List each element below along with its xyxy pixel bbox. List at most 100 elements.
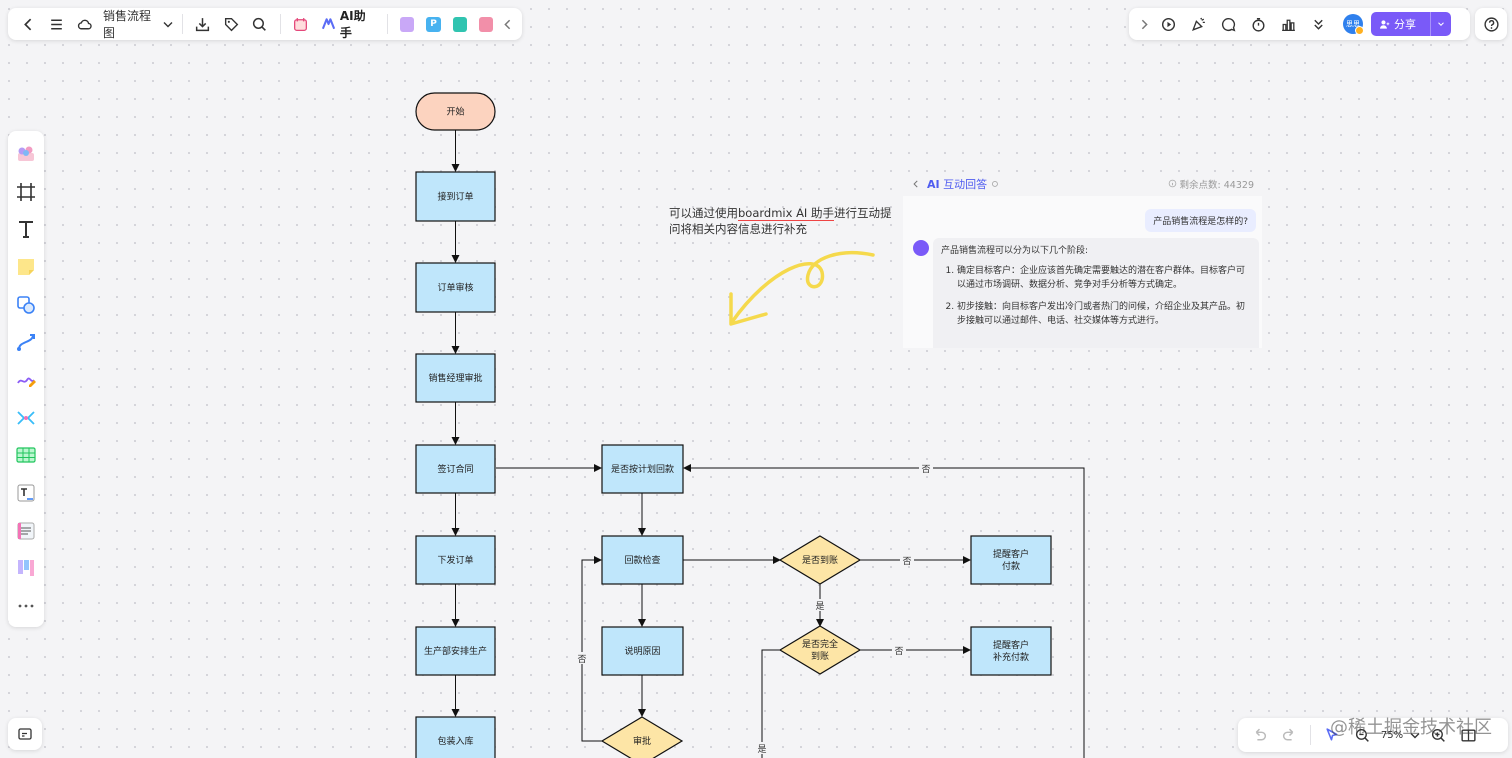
node-explain-reason[interactable]: 说明原因 xyxy=(601,626,684,676)
connector-tool-icon[interactable] xyxy=(8,323,44,361)
shape-tool-icon[interactable] xyxy=(8,286,44,324)
node-sign-contract[interactable]: 签订合同 xyxy=(415,444,496,494)
mindmap-tool-icon[interactable] xyxy=(8,399,44,437)
undo-icon[interactable] xyxy=(1244,720,1274,750)
annotation-suffix: 进行互动提问将相关内容信息进行补充 xyxy=(669,206,892,236)
timer-icon[interactable] xyxy=(1243,9,1273,39)
node-production[interactable]: 生产部安排生产 xyxy=(415,626,496,676)
kanban-tool-icon[interactable] xyxy=(8,550,44,588)
divider xyxy=(279,14,281,34)
present-icon[interactable] xyxy=(1153,9,1183,39)
zoom-in-icon[interactable] xyxy=(1423,720,1453,750)
minimap-icon xyxy=(18,728,32,740)
ai-panel-title: AI 互动回答 xyxy=(927,176,987,192)
search-icon[interactable] xyxy=(245,9,273,39)
node-fully-arrived-decision[interactable]: 是否完全 到账 xyxy=(778,625,862,675)
ai-panel-title-text: 互动回答 xyxy=(943,178,988,191)
ai-answer-item: 初步接触：向目标客户发出冷门或者热门的问候，介绍企业及其产品。初步接触可以通过邮… xyxy=(957,300,1251,328)
search-small-icon[interactable] xyxy=(991,180,1000,189)
ai-answer-list: 确定目标客户：企业应该首先确定需要触达的潜在客户群体。目标客户可以通过市场调研、… xyxy=(941,264,1251,328)
help-button[interactable] xyxy=(1475,8,1507,40)
document-title[interactable]: 销售流程图 xyxy=(102,9,151,40)
redo-icon[interactable] xyxy=(1274,720,1304,750)
edge-label-no: 否 xyxy=(902,556,911,567)
fit-screen-icon[interactable] xyxy=(1453,720,1483,750)
zoom-out-icon[interactable] xyxy=(1347,720,1377,750)
more-tools-icon[interactable] xyxy=(8,587,44,625)
edge-label-no: 否 xyxy=(577,654,586,665)
node-receive-order[interactable]: 接到订单 xyxy=(415,171,496,222)
edge-label-yes: 是 xyxy=(757,744,766,755)
mindmap-plugin-icon[interactable] xyxy=(452,16,467,32)
avatar[interactable]: 思思 xyxy=(1343,14,1364,35)
ai-points: 剩余点数: 44329 xyxy=(1168,177,1254,191)
chevron-down-icon[interactable] xyxy=(160,9,176,39)
back-icon[interactable] xyxy=(14,9,42,39)
node-remind-payment[interactable]: 提醒客户 付款 xyxy=(970,535,1052,585)
ai-assistant-button[interactable]: AI助手 xyxy=(315,7,382,41)
node-label: 是否完全 xyxy=(802,638,838,650)
node-approve-decision[interactable]: 审批 xyxy=(600,716,684,758)
share-dropdown-icon[interactable] xyxy=(1430,12,1451,36)
list-tool-icon[interactable] xyxy=(8,512,44,550)
templates-tool-icon[interactable] xyxy=(8,135,44,173)
text-card-tool-icon[interactable] xyxy=(8,474,44,512)
expand-icon[interactable] xyxy=(1135,9,1153,39)
sticky-note-tool-icon[interactable] xyxy=(8,248,44,286)
edge-label-yes: 是 xyxy=(815,601,824,612)
download-icon[interactable] xyxy=(189,9,217,39)
annotation-text[interactable]: 可以通过使用boardmix AI 助手进行互动提问将相关内容信息进行补充 xyxy=(669,205,899,237)
edge-labels: 否 否 否 是 否 是 xyxy=(575,462,933,755)
table-tool-icon[interactable] xyxy=(8,437,44,475)
node-manager-approval[interactable]: 销售经理审批 xyxy=(415,353,496,403)
node-warehouse[interactable]: 包装入库 xyxy=(415,716,496,758)
ai-answer-panel: AI 互动回答 剩余点数: 44329 产品销售流程是怎样的? 产品销售流程可以… xyxy=(903,172,1262,348)
select-pointer-icon[interactable] xyxy=(1317,720,1347,750)
zoom-dropdown-icon[interactable] xyxy=(1407,720,1423,750)
node-label: 回款检查 xyxy=(624,554,660,566)
node-label: 是否按计划回款 xyxy=(611,463,674,475)
node-arrived-decision[interactable]: 是否到账 xyxy=(778,535,862,585)
hand-drawn-arrow[interactable] xyxy=(729,250,875,326)
annotation-prefix: 可以通过使用 xyxy=(669,206,738,220)
celebrate-icon[interactable] xyxy=(1183,9,1213,39)
collapse-icon[interactable] xyxy=(499,9,516,39)
node-label: 到账 xyxy=(811,650,829,662)
frame-tool-icon[interactable] xyxy=(8,173,44,211)
node-label: 订单审核 xyxy=(437,282,473,294)
user-add-icon xyxy=(1380,19,1390,29)
image-plugin-icon[interactable] xyxy=(400,16,415,32)
node-payment-on-plan[interactable]: 是否按计划回款 xyxy=(601,444,684,494)
pen-tool-icon[interactable] xyxy=(8,361,44,399)
annotation-highlight: boardmix AI 助手 xyxy=(738,206,834,221)
divider xyxy=(181,14,183,34)
info-icon xyxy=(1168,179,1176,188)
menu-icon[interactable] xyxy=(42,9,70,39)
node-label: 签订合同 xyxy=(437,463,473,475)
ai-panel-header: AI 互动回答 剩余点数: 44329 xyxy=(903,172,1262,196)
p-plugin-icon[interactable]: P xyxy=(426,16,441,32)
text-tool-icon[interactable] xyxy=(8,210,44,248)
node-order-review[interactable]: 订单审核 xyxy=(415,262,496,313)
ai-assistant-label: AI助手 xyxy=(339,9,366,40)
left-tool-palette xyxy=(8,131,44,627)
node-start[interactable]: 开始 xyxy=(415,92,496,131)
more-chevron-icon[interactable] xyxy=(1303,9,1333,39)
node-issue-order[interactable]: 下发订单 xyxy=(415,535,496,585)
node-label: 提醒客户 xyxy=(993,548,1029,560)
comment-icon[interactable] xyxy=(1213,9,1243,39)
node-label: 销售经理审批 xyxy=(428,372,482,384)
vote-icon[interactable] xyxy=(1273,9,1303,39)
chevron-left-icon[interactable] xyxy=(911,179,921,189)
node-payment-check[interactable]: 回款检查 xyxy=(601,535,684,585)
help-icon xyxy=(1483,16,1499,32)
tag-icon[interactable] xyxy=(217,9,245,39)
calendar-plugin-icon[interactable] xyxy=(287,9,315,39)
node-remind-full-payment[interactable]: 提醒客户 补充付款 xyxy=(970,626,1052,676)
chart-plugin-icon[interactable] xyxy=(478,16,493,32)
zoom-level[interactable]: 75% xyxy=(1380,729,1404,741)
share-button[interactable]: 分享 xyxy=(1371,12,1451,36)
minimap-button[interactable] xyxy=(8,718,42,750)
ai-answer-item: 确定目标客户：企业应该首先确定需要触达的潜在客户群体。目标客户可以通过市场调研、… xyxy=(957,264,1251,292)
